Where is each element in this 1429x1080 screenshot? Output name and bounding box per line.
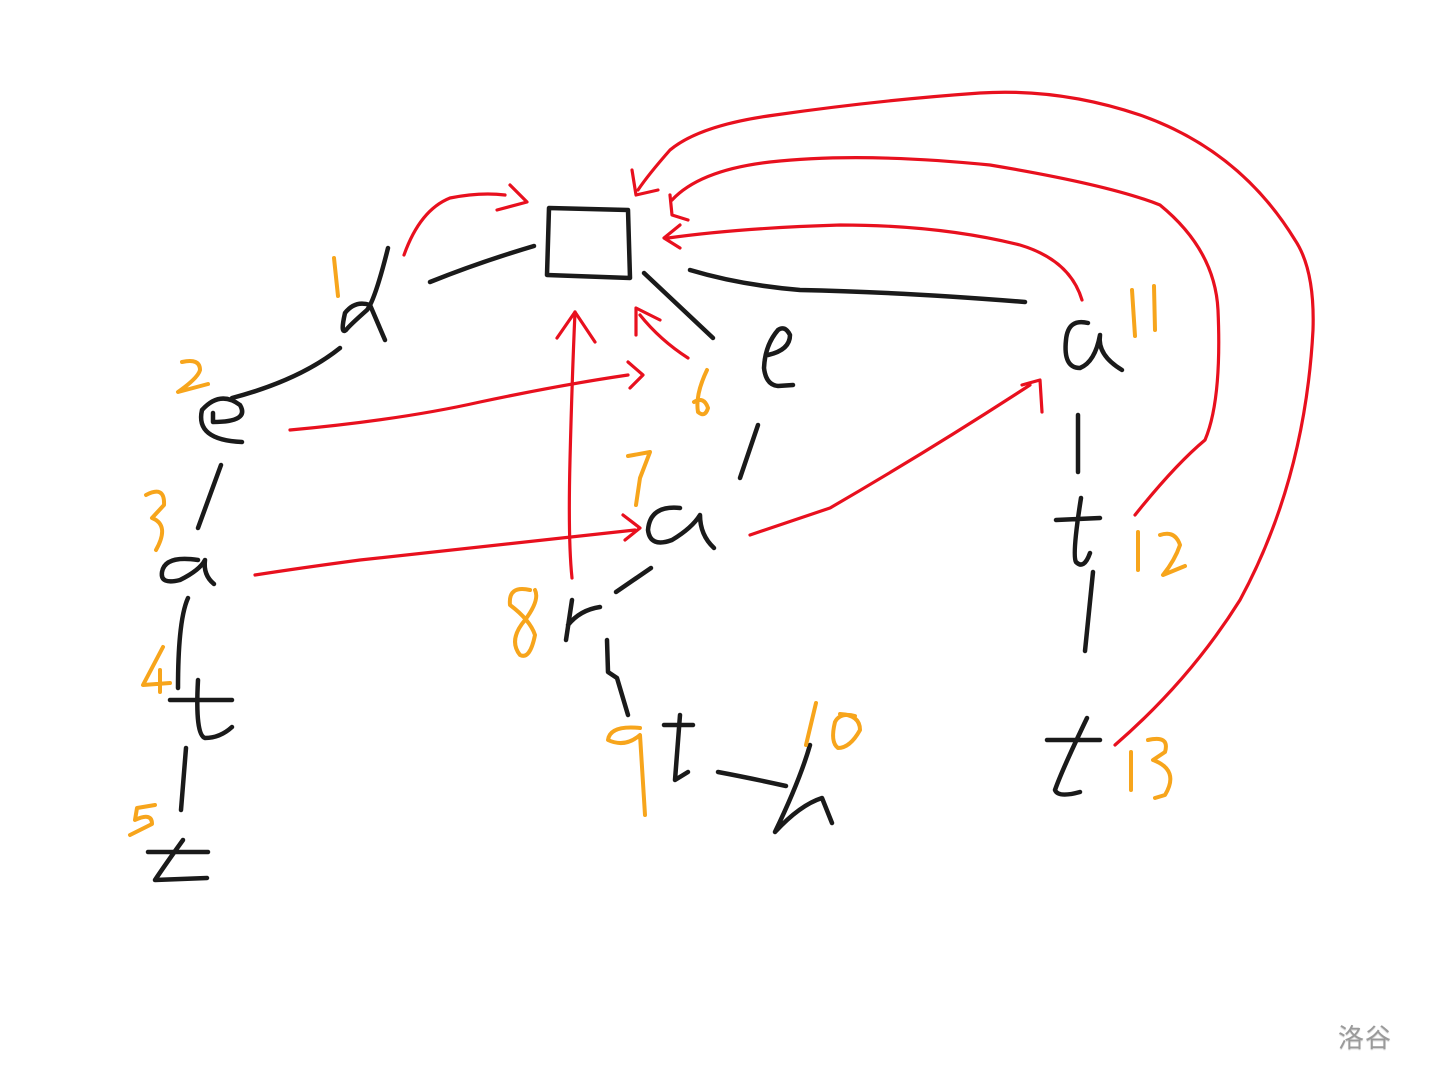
- node-7-letter: [645, 505, 717, 551]
- index-9: [606, 725, 647, 817]
- node-5-char: t: [178, 865, 184, 884]
- fail-link-2-6: [288, 373, 630, 432]
- arrowhead-12-root: [668, 193, 690, 222]
- node-10-index: 10: [806, 733, 826, 752]
- edge-8-9: [604, 637, 631, 718]
- index-13: [1129, 736, 1173, 800]
- node-indices: [128, 256, 1187, 837]
- edge-1-2: [229, 345, 343, 401]
- node-6-index: 6: [695, 400, 705, 419]
- edge-9-10: [715, 769, 789, 789]
- fail-links: [253, 90, 1315, 747]
- node-6-letter: [761, 326, 796, 389]
- arrowhead-3-7: [621, 513, 642, 542]
- fail-link-11-root: [666, 223, 1084, 302]
- index-5: [128, 803, 157, 837]
- watermark: 洛谷: [1338, 1024, 1393, 1054]
- node-11-char: a: [1090, 353, 1100, 372]
- node-13-letter: [1044, 715, 1103, 797]
- fail-link-6-root: [638, 313, 690, 360]
- node-3-letter: [159, 556, 217, 587]
- fail-link-3-7: [253, 528, 637, 577]
- node-8-char: r: [580, 625, 587, 644]
- node-2-letter: [198, 396, 245, 445]
- node-1-char: d: [360, 315, 370, 334]
- arrowhead-2-6: [626, 360, 645, 390]
- node-3-char: a: [180, 570, 190, 589]
- tree-edges: [175, 243, 1096, 813]
- index-2: [176, 359, 210, 394]
- arrowhead-13-root: [630, 168, 660, 197]
- index-11: [1130, 284, 1157, 338]
- node-5-index: 5: [130, 820, 140, 839]
- edge-7-8: [613, 565, 654, 595]
- node-7-index: 7: [630, 490, 640, 509]
- edge-root-1: [427, 243, 537, 285]
- fail-link-13-root: [636, 90, 1315, 747]
- node-9-letter: [661, 712, 696, 783]
- node-1-index: 1: [334, 281, 344, 300]
- edge-6-7: [737, 422, 761, 481]
- arrowhead-6-root: [634, 306, 662, 337]
- edge-3-4: [175, 595, 191, 691]
- node-4-letter: [167, 677, 235, 741]
- node-6-char: e: [775, 370, 785, 389]
- node-11-index: 11: [1132, 321, 1152, 340]
- node-12-char: t: [1075, 550, 1081, 569]
- node-1-letter: [340, 245, 391, 343]
- arrowhead-7-11: [1020, 378, 1044, 414]
- node-12-index: 12: [1138, 560, 1158, 579]
- index-7: [626, 450, 652, 507]
- node-12-letter: [1053, 495, 1103, 567]
- arrowhead-8-root: [555, 310, 597, 344]
- edge-root-11: [687, 267, 1028, 305]
- index-10: [804, 701, 862, 750]
- node-10-letter: [772, 742, 835, 835]
- node-8-index: 8: [510, 640, 520, 659]
- node-2-index: 2: [180, 377, 190, 396]
- node-4-char: t: [200, 720, 206, 739]
- index-1: [332, 256, 340, 298]
- node-8-letter: [563, 597, 603, 643]
- node-3-index: 3: [146, 535, 156, 554]
- edge-root-6: [641, 270, 716, 341]
- root-node-box: [544, 205, 633, 281]
- arrowhead-1-root: [495, 183, 529, 212]
- node-letters: [145, 245, 1125, 883]
- node-13-index: 13: [1131, 783, 1151, 802]
- arrowhead-11-root: [662, 223, 682, 250]
- edge-4-5: [178, 745, 189, 813]
- node-13-char: t: [1070, 780, 1076, 799]
- index-12: [1136, 530, 1187, 577]
- node-7-char: a: [680, 530, 690, 549]
- index-4: [141, 645, 172, 694]
- index-8: [507, 587, 539, 658]
- index-6: [692, 368, 710, 417]
- node-4-index: 4: [145, 675, 155, 694]
- node-11-letter: [1063, 319, 1125, 373]
- fail-link-1-root: [402, 192, 507, 257]
- node-9-index: 9: [610, 800, 620, 819]
- edge-12-13: [1082, 569, 1096, 654]
- edge-2-3: [195, 462, 224, 531]
- fail-link-12-root: [670, 156, 1221, 517]
- fail-link-7-11: [748, 383, 1032, 537]
- index-3: [144, 489, 167, 552]
- node-2-char: e: [215, 425, 225, 444]
- node-5-letter: [145, 837, 211, 883]
- fail-link-8-root: [567, 310, 577, 580]
- node-10-char: h: [805, 815, 815, 834]
- node-9-char: t: [678, 765, 684, 784]
